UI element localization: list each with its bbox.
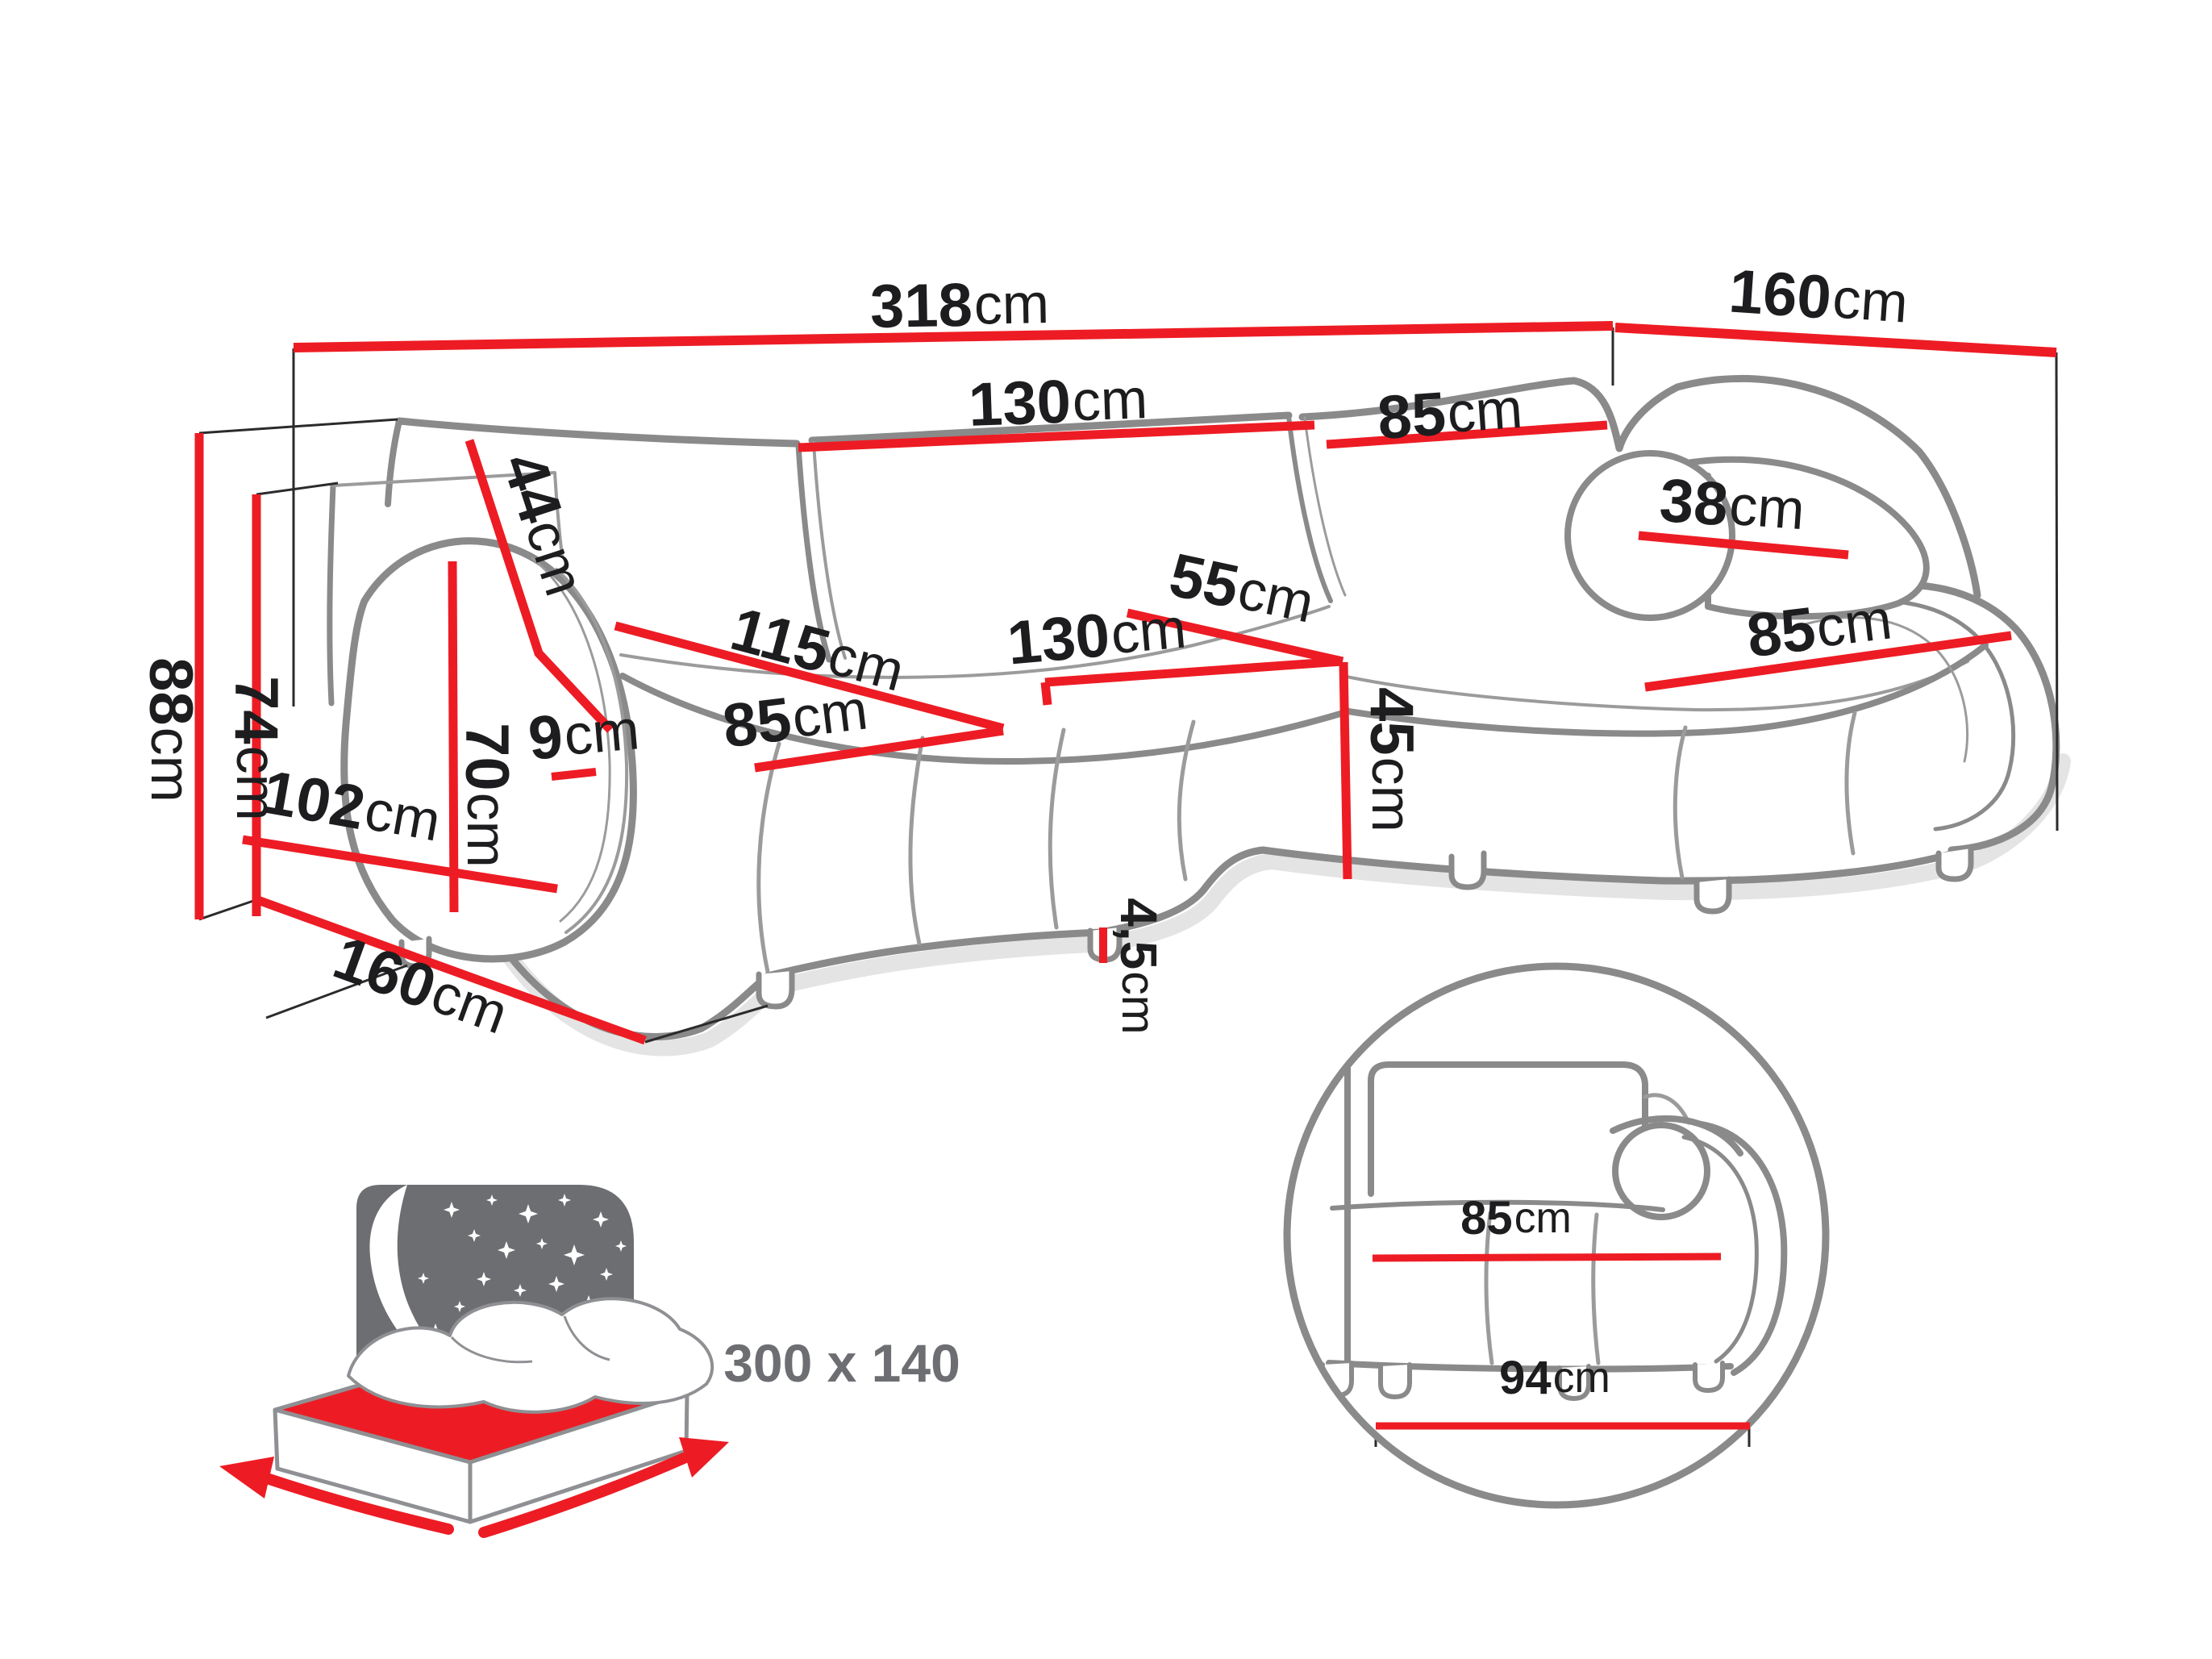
front-seam-f: [1844, 711, 1857, 856]
dim-line-backrest-mid: [798, 420, 1315, 452]
dimension-lines: [194, 321, 2057, 1045]
side-panel-top-edge: [331, 471, 564, 558]
dim-line-armrest-gap: [551, 768, 597, 781]
label-seat-left-depth: 85cm: [719, 675, 872, 761]
detail-seam-a: [1484, 1211, 1494, 1365]
dim-line-side-depth: [254, 894, 647, 1045]
label-leg-height: 4,5cm: [1110, 898, 1168, 1034]
leg-front-left: [756, 968, 795, 1010]
duvet-icon: [347, 1297, 714, 1414]
label-overall-width: 318cm: [869, 269, 1049, 341]
backrest-seam-2b: [1303, 416, 1347, 597]
dim-line-armrest-height: [448, 561, 459, 913]
detail-leg-2: [1557, 1364, 1591, 1401]
detail-bolster: [1612, 1122, 1710, 1220]
dim-line-backrest-height: [464, 439, 614, 733]
sofa-back-left-corner: [385, 418, 402, 507]
sofa-back-top-middle: [808, 411, 1293, 444]
label-total-height: 88cm: [137, 657, 206, 802]
armrest-inner-line2: [531, 556, 611, 923]
label-seat-height: 45cm: [1358, 687, 1427, 832]
backrest-seam-1: [795, 442, 832, 663]
seat-back-crease: [619, 605, 1331, 679]
detail-inset-drawing: [1320, 1055, 1788, 1401]
chaise-seat-crease: [1341, 660, 1969, 712]
armrest-outer: [340, 537, 637, 963]
dim-line-detail-seat: [1372, 1253, 1722, 1262]
sofa-back-top-right: [1298, 374, 1981, 599]
duvet-crease: [450, 1315, 610, 1364]
headrest-roll-body: [1666, 456, 1930, 620]
backrest-seam-2: [1286, 414, 1333, 603]
arrow-right-head-icon: [679, 1437, 729, 1478]
label-detail-base: 94cm: [1499, 1352, 1610, 1404]
label-chaise-depth: 160cm: [1727, 256, 1910, 337]
dim-line-chaise-seat: [1644, 631, 2012, 692]
dim-line-overall-width: [293, 321, 1614, 352]
detail-leg-1: [1378, 1362, 1412, 1399]
ext-sidedepth-left: [265, 964, 408, 1019]
leg-chaise-3: [1935, 845, 1974, 882]
dim-line-chaise-depth: [1614, 323, 2057, 357]
label-corner-depth: 55cm: [1164, 540, 1319, 638]
label-backrest-mid: 130cm: [968, 365, 1149, 440]
sofa-back-top-left: [395, 417, 801, 448]
dim-line-seat-left-depth: [754, 726, 1004, 773]
label-detail-seat: 85cm: [1460, 1192, 1572, 1244]
ext-sidedepth-right: [644, 1004, 769, 1044]
detail-backrest: [1368, 1061, 1648, 1197]
front-seam-a: [756, 741, 781, 974]
front-seam-c: [1048, 727, 1066, 930]
arrow-left-shaft: [264, 1474, 454, 1535]
ext-height-bottom: [198, 898, 256, 921]
backrest-seam-1b: [812, 441, 847, 660]
dimension-labels: 318cm 160cm 130cm 85cm 38cm 85cm 44cm 11…: [137, 256, 1910, 1046]
detail-arm-outer: [1698, 1121, 1788, 1376]
seat-front-top-edge: [619, 673, 1352, 765]
label-headrest-roll: 38cm: [1657, 465, 1806, 544]
moon-icon: [369, 1185, 471, 1381]
dim-line-seat-height: [1339, 661, 1352, 880]
ext-armheight-top: [256, 481, 339, 496]
detail-bolster-arc: [1610, 1115, 1743, 1157]
dim-line-headrest-roll: [1638, 531, 1849, 560]
detail-seat-crease: [1330, 1199, 1665, 1212]
front-seam-b: [908, 736, 925, 946]
leg-chaise-2: [1693, 876, 1732, 915]
label-armrest-height: 70cm: [453, 723, 522, 868]
label-seat-mid-width: 130cm: [1005, 594, 1189, 677]
dim-line-corner-depth: [1126, 608, 1344, 666]
side-panel-left-edge: [327, 482, 336, 707]
label-backrest-right: 85cm: [1375, 373, 1524, 452]
ext-chaise-right: [2055, 352, 2059, 832]
detail-inset: 85cm 94cm: [1283, 962, 1830, 1509]
detail-seam-b: [1591, 1212, 1601, 1365]
sofa-bed-icon: 300 x 140: [219, 1185, 960, 1538]
label-armrest-gap: 9cm: [526, 695, 642, 773]
dim-line-backrest-right: [1326, 420, 1608, 449]
label-arm-total-height: 74cm: [223, 676, 291, 821]
leg-chaise-1: [1448, 850, 1487, 890]
arrow-left-head-icon: [219, 1457, 274, 1499]
detail-leg-3: [1693, 1361, 1725, 1393]
detail-arm-inner: [1681, 1135, 1759, 1364]
front-seam-d: [1177, 719, 1196, 882]
sleeping-area-label: 300 x 140: [723, 1333, 960, 1393]
label-chaise-seat: 85cm: [1743, 585, 1896, 670]
chaise-arm-outer: [1839, 581, 2060, 854]
dim-line-seat-mid-width: [1040, 657, 1343, 706]
arrow-right-shaft: [478, 1453, 689, 1538]
front-seam-e: [1673, 725, 1688, 880]
ext-height-top: [198, 418, 398, 435]
dim-line-armrest-length: [242, 835, 558, 894]
label-armrest-length: 102cm: [257, 757, 445, 856]
chaise-front-top-edge: [1345, 642, 1989, 737]
dim-line-seat-left-width: [614, 621, 1005, 733]
armrest-inner-line: [555, 568, 629, 934]
